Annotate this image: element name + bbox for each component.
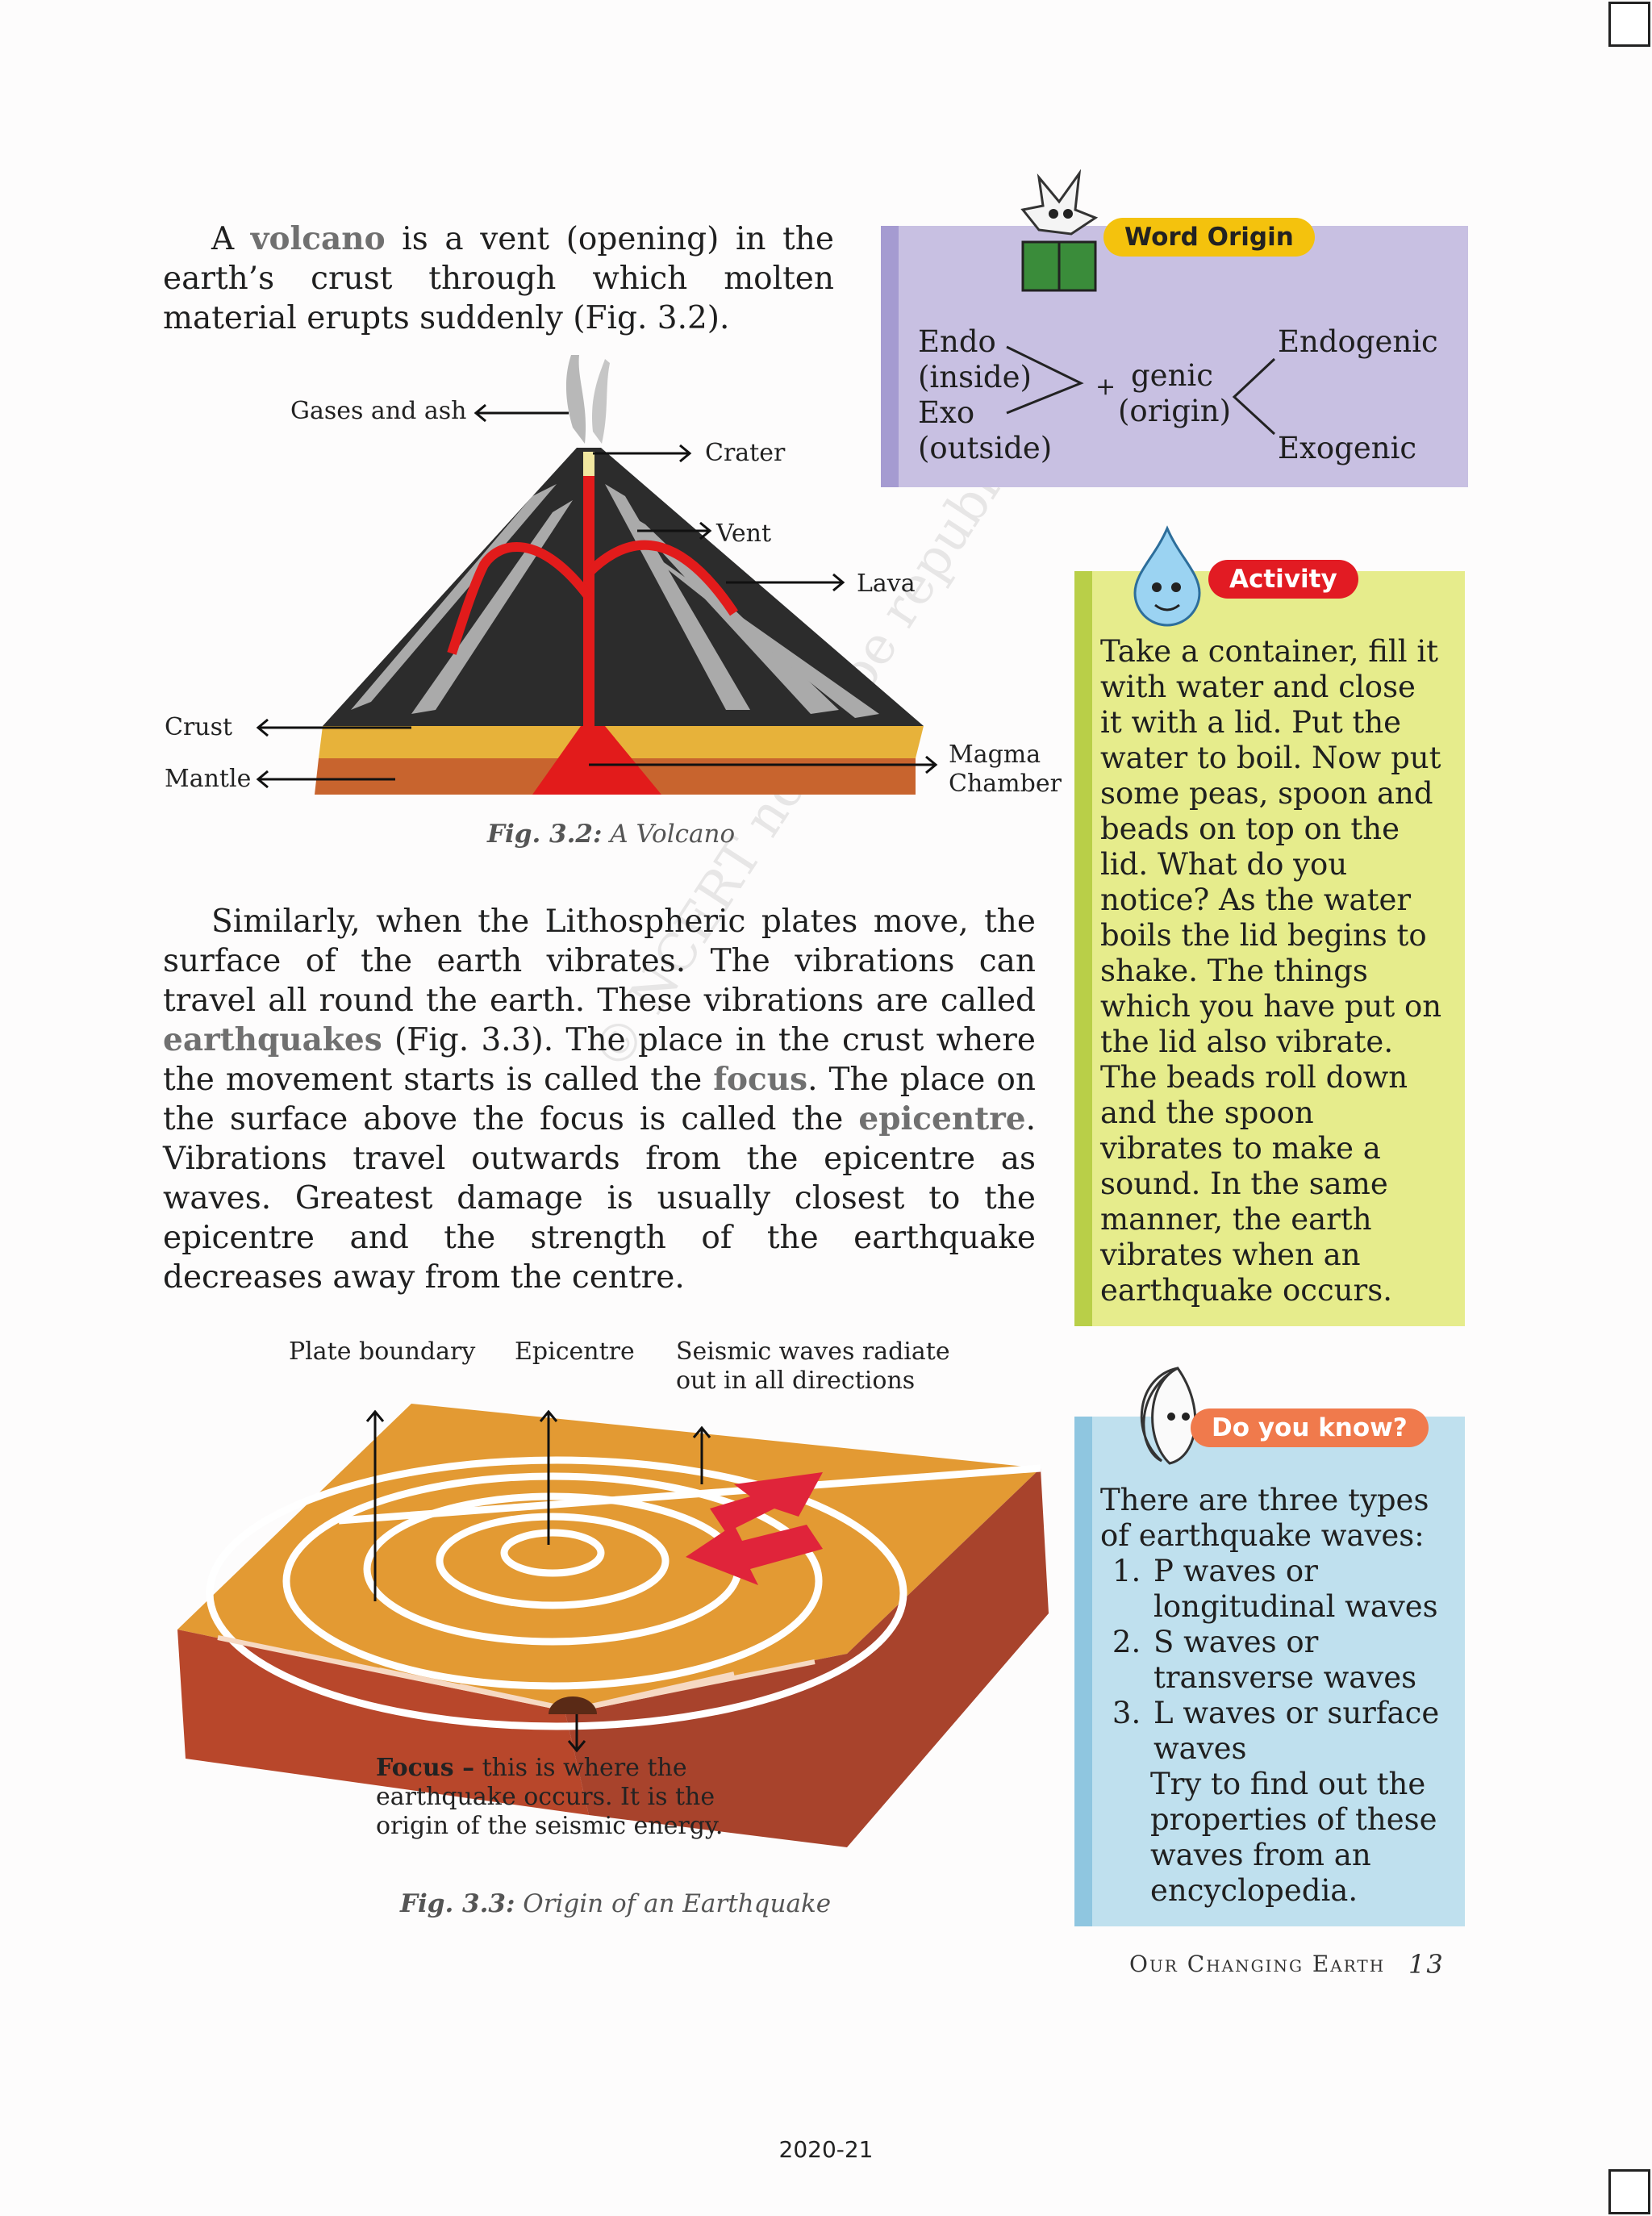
list-item: L waves or surface waves bbox=[1150, 1696, 1447, 1767]
do-you-know-text: There are three types of earthquake wave… bbox=[1100, 1483, 1447, 1909]
word-endogenic: Endogenic bbox=[1278, 324, 1438, 359]
word-exogenic: Exogenic bbox=[1278, 431, 1417, 465]
list-item: S waves or transverse waves bbox=[1150, 1625, 1447, 1696]
page-number: 13 bbox=[1408, 1949, 1445, 1980]
word-inside: (inside) bbox=[918, 360, 1032, 394]
word-exo: Exo bbox=[918, 395, 975, 430]
mascot-reading-icon bbox=[1020, 169, 1099, 292]
label-mantle: Mantle bbox=[165, 765, 252, 793]
label-plate-boundary: Plate boundary bbox=[289, 1338, 476, 1366]
volcano-definition: A volcano is a vent (opening) in the ear… bbox=[163, 220, 835, 336]
label-epicentre: Epicentre bbox=[515, 1338, 635, 1366]
earthquake-paragraph: Similarly, when the Lithospheric plates … bbox=[163, 904, 1036, 1296]
wave-types-list: P waves or longitudinal waves S waves or… bbox=[1100, 1554, 1447, 1767]
label-crust: Crust bbox=[165, 713, 233, 741]
term-focus: focus bbox=[713, 1061, 808, 1098]
running-footer-chapter: Our Changing Earth bbox=[1129, 1951, 1386, 1977]
moon-mascot-icon bbox=[1140, 1367, 1197, 1465]
word-endo: Endo bbox=[918, 324, 996, 359]
edition-year: 2020-21 bbox=[778, 2136, 874, 2163]
corner-registration-box bbox=[1608, 2, 1650, 47]
word-origin-banner: Word Origin bbox=[1103, 218, 1315, 257]
volcano-illustration bbox=[256, 355, 938, 795]
label-lava: Lava bbox=[857, 570, 916, 598]
label-gases-and-ash: Gases and ash bbox=[290, 397, 467, 425]
activity-text: Take a container, fill it with water and… bbox=[1100, 634, 1442, 1308]
fig-3-2-caption: Fig. 3.2: A Volcano bbox=[487, 820, 736, 849]
term-volcano: volcano bbox=[250, 220, 386, 257]
activity-banner: Activity bbox=[1208, 560, 1358, 599]
earthquake-block-illustration bbox=[177, 1404, 1049, 1847]
do-you-know-extra: Try to find out the properties of these … bbox=[1150, 1767, 1437, 1908]
do-you-know-box bbox=[1074, 1417, 1465, 1926]
word-plus: + bbox=[1095, 373, 1116, 401]
do-you-know-banner: Do you know? bbox=[1191, 1408, 1429, 1447]
term-epicentre: epicentre bbox=[858, 1100, 1026, 1137]
corner-registration-box bbox=[1608, 2169, 1650, 2214]
word-outside: (outside) bbox=[918, 431, 1053, 465]
list-item: P waves or longitudinal waves bbox=[1150, 1554, 1447, 1625]
water-drop-mascot-icon bbox=[1133, 525, 1201, 627]
label-crater: Crater bbox=[705, 439, 786, 467]
term-earthquakes: earthquakes bbox=[163, 1021, 382, 1058]
word-origin-connector-lines bbox=[1006, 345, 1276, 436]
fig-3-3-caption: Fig. 3.3: Origin of an Earthquake bbox=[400, 1889, 832, 1918]
label-vent: Vent bbox=[716, 520, 772, 548]
word-genic: genic bbox=[1131, 358, 1213, 393]
activity-box bbox=[1074, 571, 1465, 1326]
label-focus: Focus – this is where the earthquake occ… bbox=[376, 1754, 724, 1840]
word-origin-box bbox=[881, 226, 1468, 487]
word-origin-meaning: (origin) bbox=[1118, 394, 1232, 428]
